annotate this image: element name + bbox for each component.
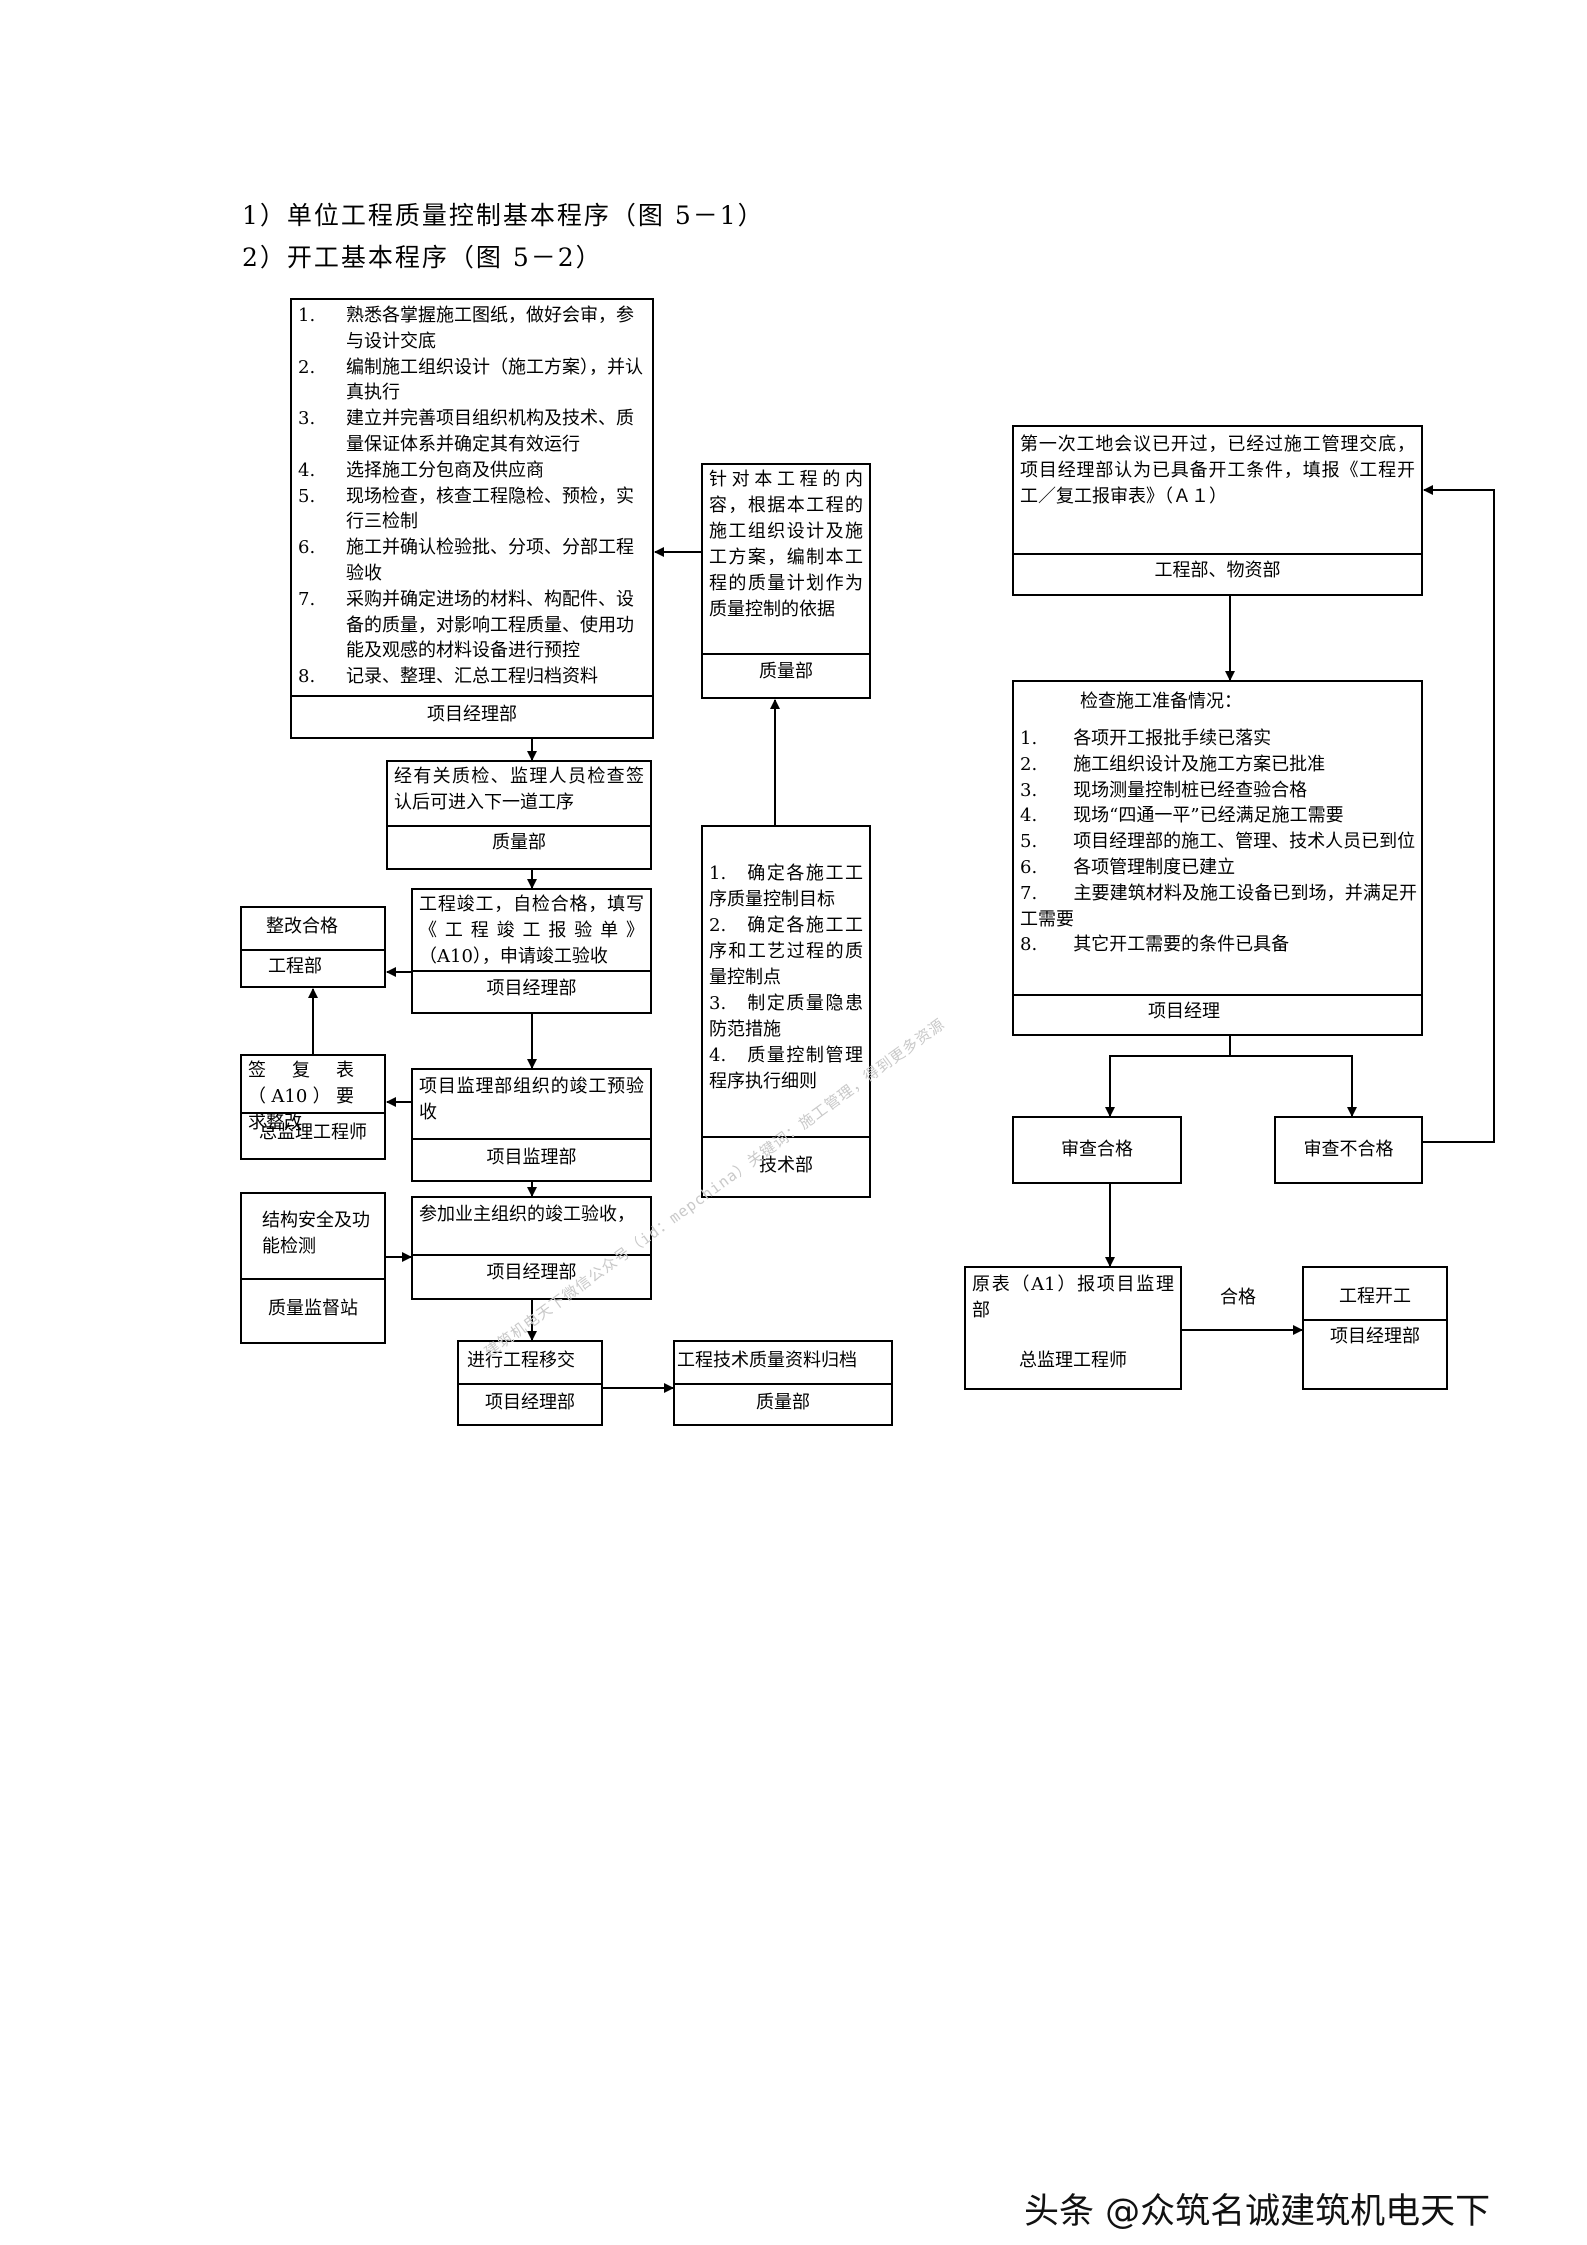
box-footer: 项目经理部 (486, 978, 577, 999)
archive-box: 工程技术质量资料归档 质量部 (673, 1340, 893, 1426)
list-item: 8.记录、整理、汇总工程归档资料 (298, 666, 598, 688)
box-text: 针对本工程的内容，根据本工程的施工组织设计及施工方案，编制本工程的质量计划作为质… (709, 469, 863, 620)
box-text: 经有关质检、监理人员检查签认后可进入下一道工序 (394, 766, 644, 813)
pre-acceptance-box: 项目监理部组织的竣工预验收 项目监理部 (411, 1068, 652, 1182)
list-item: 4.选择施工分包商及供应商 (298, 459, 544, 481)
pass-label: 合格 (1220, 1287, 1256, 1308)
completion-box: 工程竣工，自检合格，填写《工程竣工报验单》（A10），申请竣工验收 项目经理部 (411, 888, 652, 1014)
check-prep-box: 检查施工准备情况： 1. 各项开工报批手续已落实 2. 施工组织设计及施工方案已… (1012, 680, 1423, 1036)
box-footer: 项目经理部 (486, 1262, 577, 1283)
list-item: 4. 现场“四通一平”已经满足施工需要 (1020, 805, 1344, 827)
platform-credit: 头条 @众筑名诚建筑机电天下 (1024, 2192, 1491, 2232)
box-footer: 项目经理部 (427, 704, 517, 725)
box-footer: 项目经理部 (485, 1392, 575, 1413)
main-tasks-box: 1.熟悉各掌握施工图纸，做好会审，参与设计交底 2.编制施工组织设计（施工方案）… (290, 298, 654, 739)
box-text: 结构安全及功能检测 (262, 1210, 370, 1257)
box-footer: 质量部 (759, 661, 813, 682)
box-text: 原表（A1）报项目监理部 (972, 1274, 1174, 1321)
review-fail-box: 审查不合格 (1274, 1116, 1423, 1184)
box-text: 参加业主组织的竣工验收， (419, 1204, 635, 1225)
list-item: 5. 项目经理部的施工、管理、技术人员已到位 (1020, 831, 1416, 853)
box-footer: 技术部 (759, 1155, 813, 1176)
rectified-box: 整改合格 工程部 (240, 906, 386, 988)
box-footer: 工程部 (268, 956, 322, 977)
list-item: 1.熟悉各掌握施工图纸，做好会审，参与设计交底 (298, 305, 634, 352)
list-item: 1. 确定各施工工序质量控制目标 (709, 863, 864, 910)
arrow-fail-to-meeting (1423, 485, 1495, 1143)
list-item: 3. 现场测量控制桩已经查验合格 (1020, 779, 1308, 801)
check-prep-list: 1. 各项开工报批手续已落实 2. 施工组织设计及施工方案已批准 3. 现场测量… (1014, 724, 1421, 960)
list-item: 6.施工并确认检验批、分项、分部工程验收 (298, 537, 634, 584)
box-footer: 项目经理部 (1330, 1326, 1420, 1347)
list-item: 5.现场检查，核查工程隐检、预检，实行三检制 (298, 485, 634, 533)
list-item: 1. 各项开工报批手续已落实 (1020, 728, 1272, 749)
box-text: 项目监理部组织的竣工预验收 (419, 1076, 644, 1123)
box-footer: 总监理工程师 (1019, 1350, 1127, 1371)
list-item: 2. 确定各施工工序和工艺过程的质量控制点 (709, 915, 864, 988)
heading-fig-5-2: 2）开工基本程序（图 5－2） (242, 243, 603, 272)
list-item: 8. 其它开工需要的条件已具备 (1020, 934, 1290, 956)
arrow-check-to-pass (1105, 1036, 1231, 1117)
check-prep-title: 检查施工准备情况： (1080, 691, 1242, 712)
box-footer: 项目监理部 (486, 1147, 577, 1168)
heading-fig-5-1: 1）单位工程质量控制基本程序（图 5－1） (242, 201, 765, 230)
box-footer: 总监理工程师 (259, 1122, 367, 1143)
owner-acceptance-box: 参加业主组织的竣工验收， 项目经理部 (411, 1196, 652, 1300)
report-box: 原表（A1）报项目监理部 总监理工程师 (964, 1266, 1182, 1390)
list-item: 7.采购并确定进场的材料、构配件、设备的质量，对影响工程质量、使用功能及观感的材… (298, 588, 634, 662)
first-meeting-box: 第一次工地会议已开过，已经过施工管理交底，项目经理部认为已具备开工条件，填报《工… (1012, 425, 1423, 596)
arrow-check-to-fail (1230, 1055, 1357, 1117)
box-footer: 质量部 (756, 1392, 810, 1413)
box-footer: 质量部 (492, 832, 546, 853)
list-item: 3. 制定质量隐患防范措施 (709, 993, 864, 1040)
box-text: 整改合格 (266, 916, 338, 937)
list-item: 6. 各项管理制度已建立 (1020, 856, 1236, 878)
box-text: 签复表（A10）要求整改 (248, 1060, 354, 1133)
handover-box: 进行工程移交 项目经理部 (457, 1340, 603, 1426)
list-item: 3.建立并完善项目组织机构及技术、质量保证体系并确定其有效运行 (298, 408, 634, 455)
list-item: 7. 主要建筑材料及施工设备已到场，并满足开工需要 (1020, 882, 1418, 930)
box-footer: 工程部、物资部 (1154, 560, 1281, 581)
tech-dept-box: 1. 确定各施工工序质量控制目标 2. 确定各施工工序和工艺过程的质量控制点 3… (701, 825, 871, 1198)
box-footer: 质量监督站 (268, 1298, 358, 1319)
box-text: 工程技术质量资料归档 (677, 1350, 857, 1371)
inspection-box: 经有关质检、监理人员检查签认后可进入下一道工序 质量部 (386, 760, 652, 870)
main-tasks-list: 1.熟悉各掌握施工图纸，做好会审，参与设计交底 2.编制施工组织设计（施工方案）… (292, 300, 652, 693)
review-pass-box: 审查合格 (1012, 1116, 1182, 1184)
box-text: 第一次工地会议已开过，已经过施工管理交底，项目经理部认为已具备开工条件，填报《工… (1020, 434, 1415, 507)
quality-plan-box: 针对本工程的内容，根据本工程的施工组织设计及施工方案，编制本工程的质量计划作为质… (701, 463, 871, 699)
box-text: 1. 确定各施工工序质量控制目标 2. 确定各施工工序和工艺过程的质量控制点 3… (703, 859, 869, 1097)
list-item: 4. 质量控制管理程序执行细则 (709, 1045, 864, 1092)
start-box: 工程开工 项目经理部 (1302, 1266, 1448, 1390)
reply-form-box: 签复表（A10）要求整改 总监理工程师 (240, 1054, 386, 1160)
box-text: 工程开工 (1339, 1286, 1411, 1307)
structural-check-box: 结构安全及功能检测 质量监督站 (240, 1192, 386, 1344)
box-text: 进行工程移交 (467, 1350, 575, 1371)
box-text: 审查合格 (1061, 1139, 1133, 1160)
box-text: 审查不合格 (1303, 1139, 1394, 1160)
box-footer: 项目经理 (1148, 1001, 1220, 1022)
list-item: 2. 施工组织设计及施工方案已批准 (1020, 753, 1326, 775)
list-item: 2.编制施工组织设计（施工方案），并认真执行 (298, 356, 643, 404)
box-text: 工程竣工，自检合格，填写《工程竣工报验单》（A10），申请竣工验收 (419, 894, 644, 967)
